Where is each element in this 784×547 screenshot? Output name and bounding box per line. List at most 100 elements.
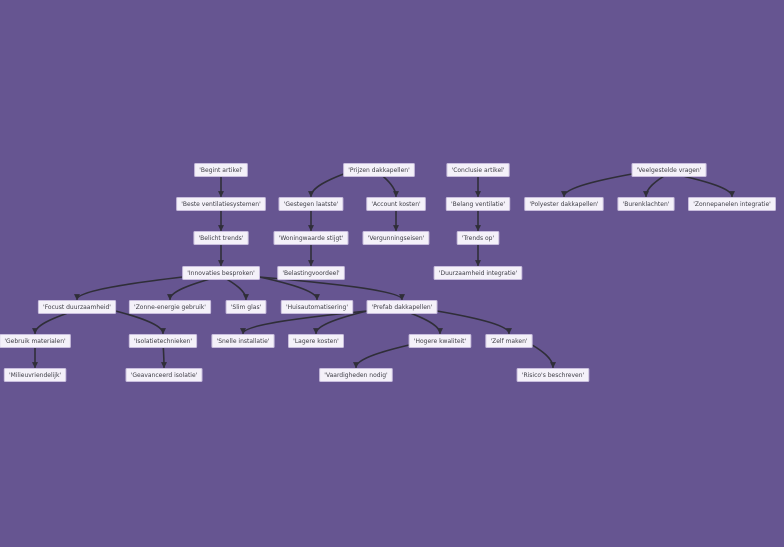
node-innovaties[interactable]: 'Innovaties besproken' — [182, 266, 261, 280]
node-box — [176, 197, 266, 211]
node-lagere[interactable]: 'Lagere kosten' — [288, 334, 344, 348]
node-begint[interactable]: 'Begint artikel' — [194, 163, 248, 177]
node-label: 'Burenklachten' — [623, 201, 670, 208]
node-box — [688, 197, 776, 211]
edge-innovaties-prefab — [258, 276, 405, 301]
node-prefab[interactable]: 'Prefab dakkapellen' — [366, 300, 438, 314]
node-label: 'Lagere kosten' — [293, 338, 339, 345]
node-label: 'Conclusie artikel' — [452, 167, 505, 174]
node-box — [617, 197, 675, 211]
edge-focust-gebruik — [32, 312, 68, 335]
node-box — [433, 266, 523, 280]
edge-prefab-lagere — [313, 310, 368, 335]
edge-zelf-risicos — [531, 344, 556, 369]
node-box — [366, 197, 426, 211]
node-isolatie[interactable]: 'Isolatietechnieken' — [128, 334, 198, 348]
node-gestegen[interactable]: 'Gestegen laatste' — [278, 197, 344, 211]
node-box — [362, 231, 430, 245]
node-zonne[interactable]: 'Zonne-energie gebruik' — [128, 300, 212, 314]
node-box — [225, 300, 267, 314]
node-belicht[interactable]: 'Belicht trends' — [193, 231, 249, 245]
node-label: 'Isolatietechnieken' — [134, 338, 192, 345]
node-box — [485, 334, 533, 348]
node-label: 'Begint artikel' — [199, 167, 243, 174]
node-prijzen[interactable]: 'Prijzen dakkapellen' — [343, 163, 415, 177]
node-belang[interactable]: 'Belang ventilatie' — [445, 197, 511, 211]
edges-layer — [32, 173, 735, 369]
node-box — [194, 163, 248, 177]
node-box — [277, 266, 345, 280]
edge-isolatie-geavanceerd — [160, 346, 167, 369]
node-account[interactable]: 'Account kosten' — [366, 197, 426, 211]
edge-prefab-zelf — [436, 310, 512, 335]
node-box — [278, 197, 344, 211]
edge-innovaties-zonne — [167, 278, 210, 301]
node-box — [125, 368, 203, 382]
edge-innovaties-slim — [226, 278, 249, 301]
node-label: 'Woningwaarde stijgt' — [279, 235, 344, 242]
node-label: 'Geavanceerd isolatie' — [131, 372, 198, 379]
node-slim[interactable]: 'Slim glas' — [225, 300, 267, 314]
edge-innovaties-focust — [74, 276, 184, 301]
node-label: 'Account kosten' — [371, 201, 421, 208]
node-label: 'Milieuvriendelijk' — [9, 372, 61, 379]
node-label: 'Zonnepanelen integratie' — [693, 201, 771, 208]
node-beste[interactable]: 'Beste ventilatiesystemen' — [176, 197, 266, 211]
node-label: 'Belicht trends' — [199, 235, 244, 242]
node-huisauto[interactable]: 'Huisautomatisering' — [280, 300, 354, 314]
node-vaardigheden[interactable]: 'Vaardigheden nodig' — [319, 368, 393, 382]
node-box — [631, 163, 707, 177]
node-box — [128, 334, 198, 348]
node-vergunningseisen[interactable]: 'Vergunningseisen' — [362, 231, 430, 245]
node-label: 'Zonne-energie gebruik' — [134, 304, 206, 311]
node-box — [280, 300, 354, 314]
node-box — [37, 300, 117, 314]
node-label: 'Duurzaamheid integratie' — [439, 270, 518, 277]
node-label: 'Prefab dakkapellen' — [372, 304, 433, 311]
node-veelgestelde[interactable]: 'Veelgestelde vragen' — [631, 163, 707, 177]
node-box — [128, 300, 212, 314]
node-box — [182, 266, 261, 280]
node-label: 'Gestegen laatste' — [284, 201, 339, 208]
edge-prefab-snelle — [240, 310, 368, 335]
node-polyester[interactable]: 'Polyester dakkapellen' — [524, 197, 604, 211]
node-box — [0, 334, 71, 348]
edge-hogere-vaardigheden — [353, 344, 410, 369]
node-gebruik[interactable]: 'Gebruik materialen' — [0, 334, 71, 348]
node-trends[interactable]: 'Trends op' — [456, 231, 500, 245]
node-zelf[interactable]: 'Zelf maken' — [485, 334, 533, 348]
node-box — [516, 368, 590, 382]
node-woningwaarde[interactable]: 'Woningwaarde stijgt' — [273, 231, 349, 245]
node-risicos[interactable]: 'Risico's beschreven' — [516, 368, 590, 382]
node-label: 'Innovaties besproken' — [187, 270, 255, 277]
node-label: 'Huisautomatisering' — [286, 304, 348, 311]
node-hogere[interactable]: 'Hogere kwaliteit' — [408, 334, 472, 348]
node-label: 'Veelgestelde vragen' — [637, 167, 702, 174]
node-label: 'Belang ventilatie' — [451, 201, 505, 208]
node-label: 'Focust duurzaamheid' — [43, 304, 111, 311]
node-focust[interactable]: 'Focust duurzaamheid' — [37, 300, 117, 314]
node-label: 'Belastingvoordeel' — [282, 270, 340, 277]
edge-prefab-hogere — [410, 312, 443, 335]
edge-veelgestelde-zonnepanelen — [684, 175, 735, 198]
node-box — [456, 231, 500, 245]
edge-prijzen-gestegen — [308, 173, 345, 198]
edge-innovaties-huisauto — [258, 276, 320, 301]
node-box — [446, 163, 510, 177]
node-zonnepanelen[interactable]: 'Zonnepanelen integratie' — [688, 197, 776, 211]
node-snelle[interactable]: 'Snelle installatie' — [211, 334, 275, 348]
node-milieu[interactable]: 'Milieuvriendelijk' — [3, 368, 67, 382]
node-label: 'Slim glas' — [231, 304, 262, 311]
node-conclusie[interactable]: 'Conclusie artikel' — [446, 163, 510, 177]
node-burenklachten[interactable]: 'Burenklachten' — [617, 197, 675, 211]
node-belasting[interactable]: 'Belastingvoordeel' — [277, 266, 345, 280]
node-box — [408, 334, 472, 348]
node-box — [211, 334, 275, 348]
node-label: 'Zelf maken' — [490, 338, 527, 345]
node-box — [366, 300, 438, 314]
node-geavanceerd[interactable]: 'Geavanceerd isolatie' — [125, 368, 203, 382]
node-label: 'Hogere kwaliteit' — [414, 338, 467, 345]
node-duurzaamheid[interactable]: 'Duurzaamheid integratie' — [433, 266, 523, 280]
